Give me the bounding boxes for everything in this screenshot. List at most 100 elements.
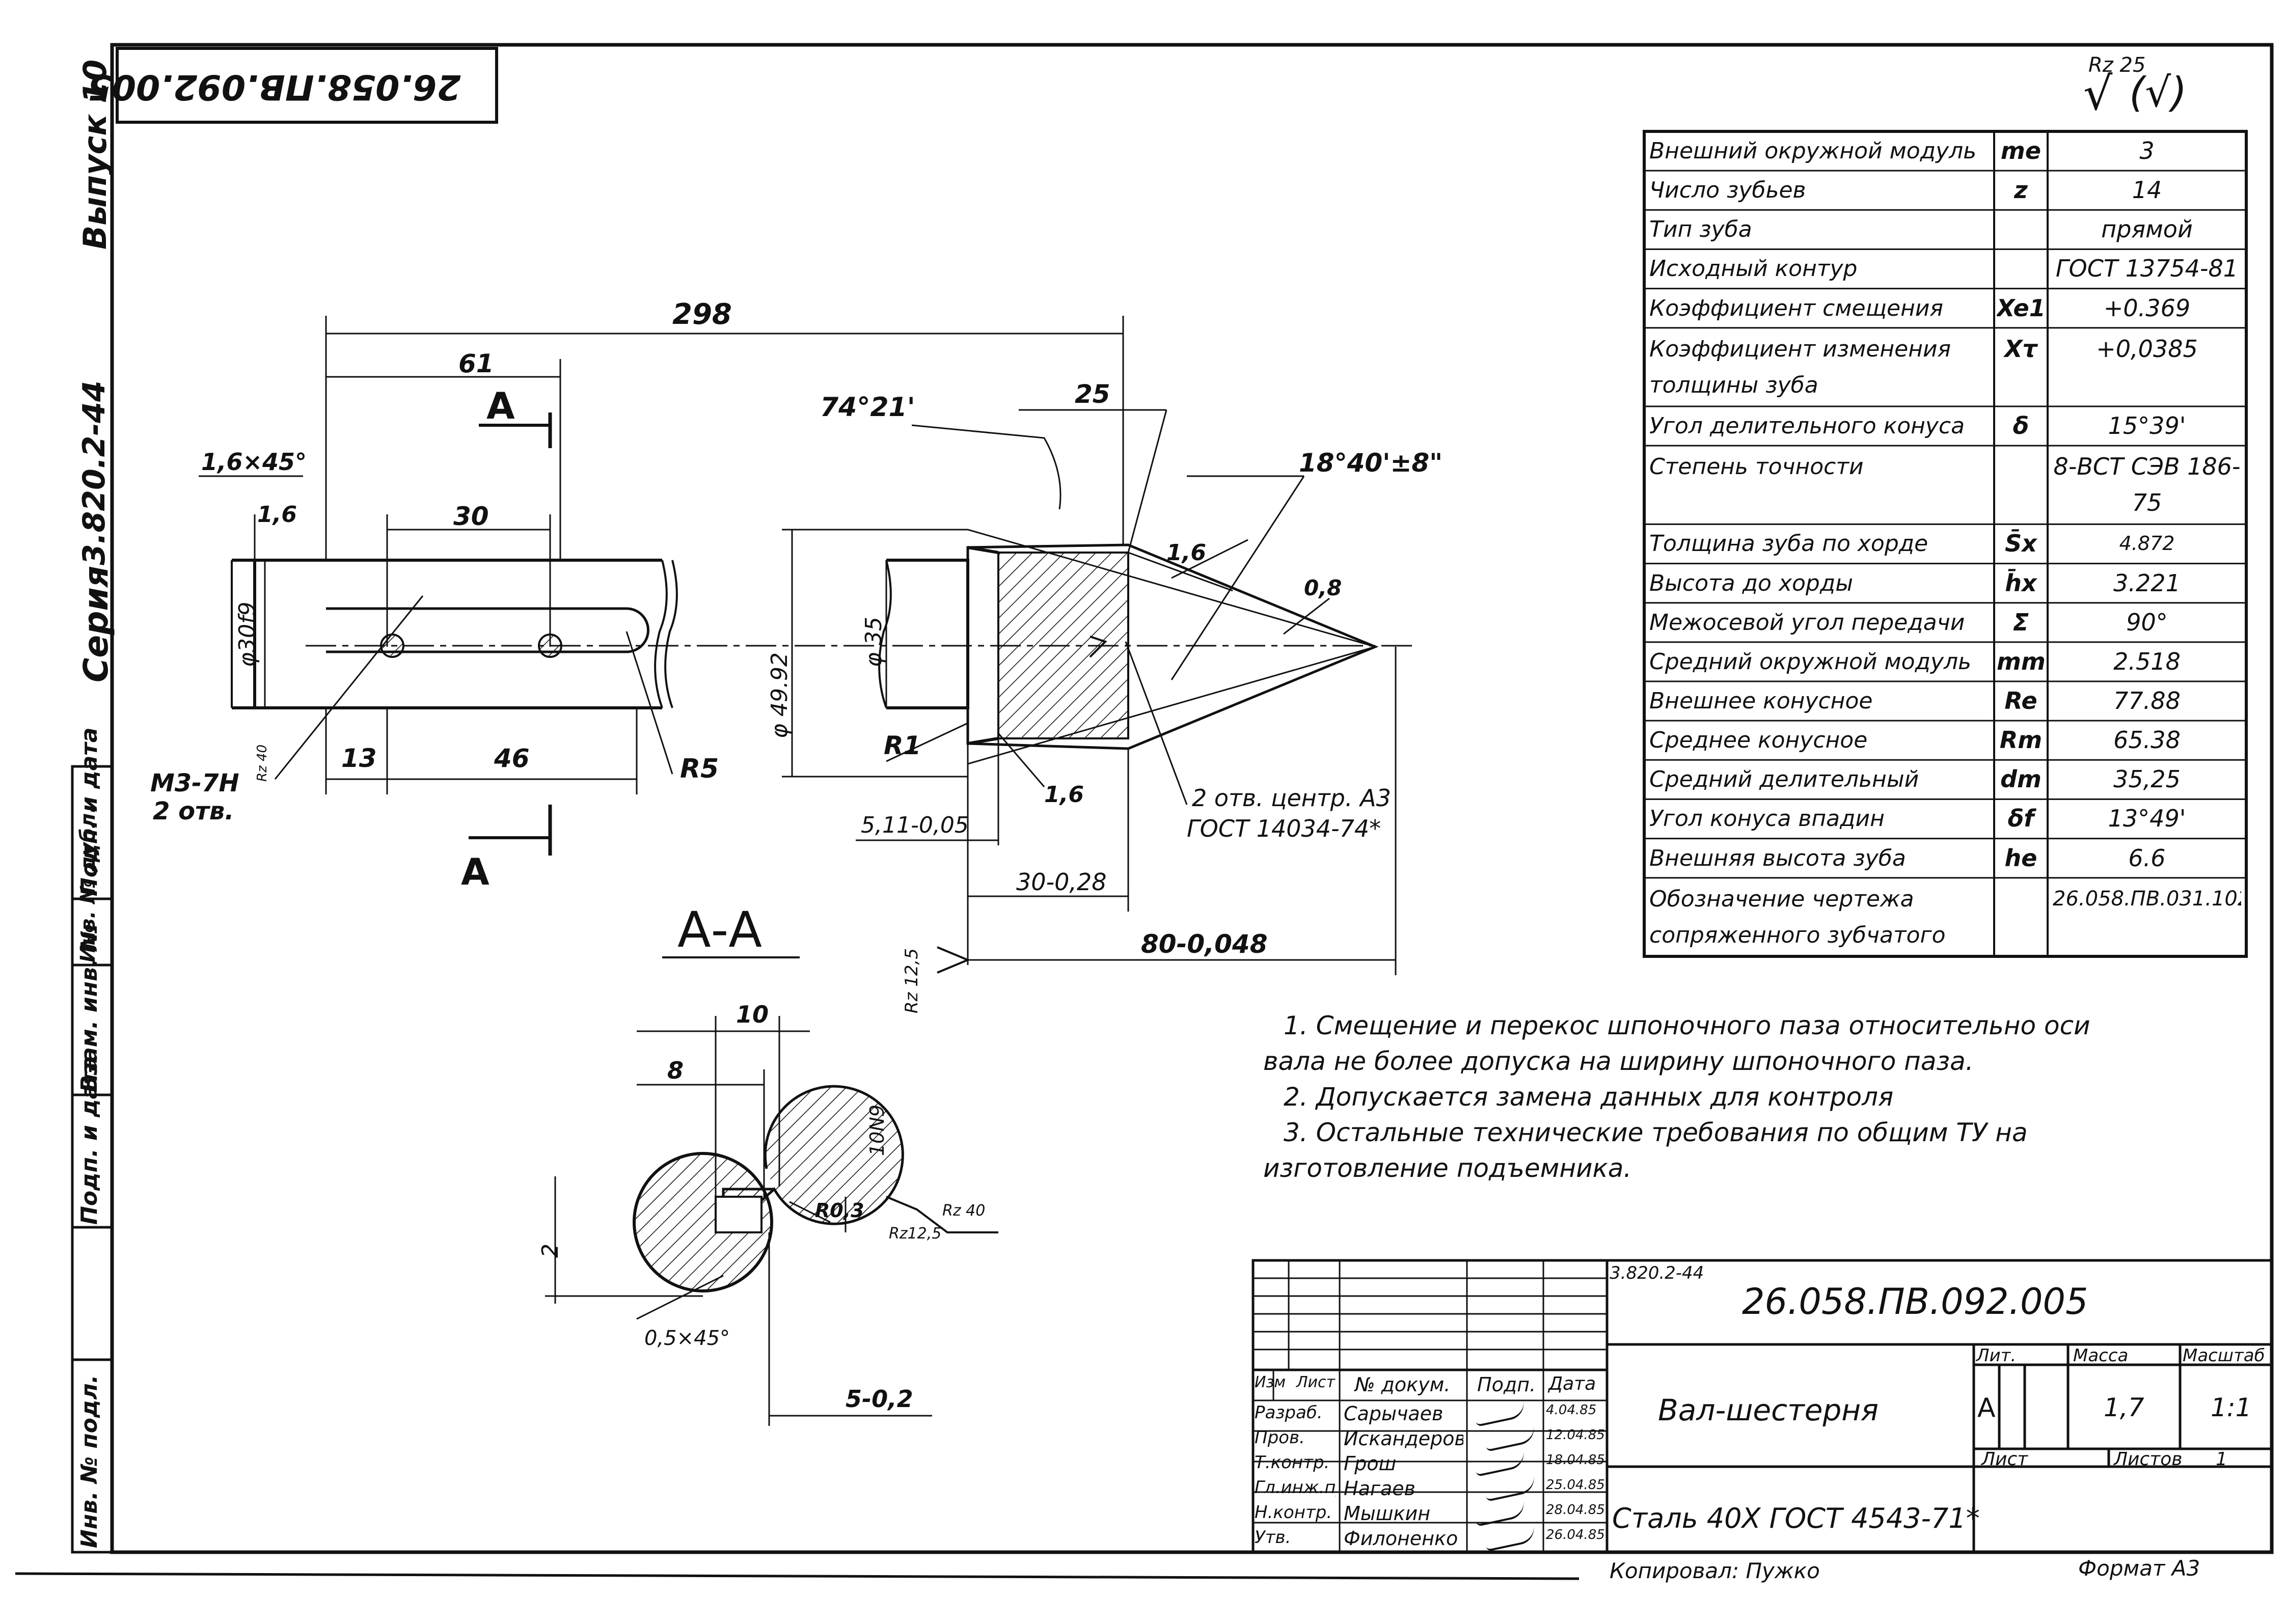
tb-row-role: Гл.инж.проекта bbox=[1255, 1477, 1336, 1498]
sec-rz125: Rz12,5 bbox=[889, 1225, 942, 1243]
tb-series: 3.820.2-44 bbox=[1610, 1263, 1704, 1283]
param-symbol bbox=[1997, 881, 2045, 954]
tb-material: Сталь 40Х ГОСТ 4543-71* bbox=[1612, 1502, 1980, 1534]
param-name: Коэффициент изменения толщины зуба bbox=[1649, 336, 1951, 398]
param-name: Межосевой угол передачи bbox=[1649, 609, 1965, 636]
dim-80: 80-0,048 bbox=[1141, 929, 1268, 959]
tb-row-role: Т.контр. bbox=[1255, 1452, 1330, 1473]
tb-lit-label: Лит. bbox=[1976, 1345, 2017, 1366]
tb-row-role: Разраб. bbox=[1255, 1402, 1323, 1423]
tb-name: Вал-шестерня bbox=[1658, 1393, 1879, 1427]
param-name: Угол делительного конуса bbox=[1649, 413, 1965, 439]
param-name: Внешняя высота зуба bbox=[1649, 845, 1906, 871]
tb-row-date: 26.04.85 bbox=[1546, 1527, 1605, 1543]
tb-mass-label: Масса bbox=[2073, 1345, 2129, 1366]
cut-letter-bottom: А bbox=[461, 850, 489, 893]
dim-r08: 0,8 bbox=[1304, 575, 1342, 600]
param-value: прямой bbox=[2101, 215, 2193, 243]
dim-r16-left: 1,6 bbox=[257, 502, 297, 528]
shaft-roughness: Rz 12,5 bbox=[902, 948, 922, 1013]
param-name: Внешний окружной модуль bbox=[1649, 138, 1977, 164]
tb-scale-label: Масштаб bbox=[2183, 1345, 2265, 1366]
param-symbol: mm bbox=[1997, 647, 2045, 675]
tb-row-name: Грош bbox=[1344, 1452, 1397, 1475]
dim-298: 298 bbox=[672, 298, 732, 331]
param-value: 26.058.ПВ.031.102 bbox=[2053, 887, 2241, 911]
param-symbol bbox=[1997, 213, 2045, 247]
param-name: Угол конуса впадин bbox=[1649, 806, 1885, 832]
param-symbol: h̄x bbox=[2005, 569, 2037, 597]
param-value: 90° bbox=[2126, 608, 2168, 636]
dim-d30f9: φ30f9 bbox=[234, 601, 260, 668]
sec-dim-r03: R0,3 bbox=[815, 1199, 864, 1222]
left-stamp-sign-date-2: Подп. и дата bbox=[76, 1056, 102, 1225]
param-symbol: dm bbox=[2000, 765, 2042, 793]
roughness-general-paren: (√) bbox=[2129, 69, 2187, 116]
param-name: Число зубьев bbox=[1649, 177, 1806, 204]
tb-row-date: 28.04.85 bbox=[1546, 1502, 1605, 1518]
tb-row-date: 12.04.85 bbox=[1546, 1427, 1605, 1443]
angle-74: 74°21' bbox=[820, 392, 915, 423]
param-value: +0,0385 bbox=[2096, 335, 2198, 363]
tb-scale: 1:1 bbox=[2211, 1393, 2252, 1422]
param-value: 35,25 bbox=[2113, 765, 2181, 793]
note-3a: 3. Остальные технические требования по о… bbox=[1284, 1118, 2028, 1147]
param-name: Высота до хорды bbox=[1649, 570, 1853, 596]
tb-mass: 1,7 bbox=[2104, 1393, 2144, 1422]
param-symbol: Xe1 bbox=[1997, 294, 2045, 322]
note-2: 2. Допускается замена данных для контрол… bbox=[1284, 1082, 1894, 1112]
param-symbol bbox=[1997, 252, 2045, 286]
param-name: Обозначение чертежа сопряженного зубчато… bbox=[1649, 886, 1946, 948]
param-value: 77.88 bbox=[2113, 687, 2181, 714]
tb-code: 26.058.ПВ.092.005 bbox=[1742, 1281, 2088, 1323]
param-symbol: Re bbox=[2004, 687, 2037, 714]
param-name: Средний окружной модуль bbox=[1649, 648, 1972, 675]
sec-dim-5: 5-0,2 bbox=[846, 1385, 913, 1413]
angle-18: 18°40'±8" bbox=[1299, 448, 1443, 478]
param-symbol: he bbox=[2004, 844, 2037, 872]
param-name: Степень точности bbox=[1649, 454, 1864, 480]
tb-row-name: Филоненко bbox=[1344, 1527, 1458, 1550]
param-name: Средний делительный диаметр bbox=[1649, 766, 1919, 793]
tb-row-role: Н.контр. bbox=[1255, 1502, 1332, 1523]
param-name: Среднее конусное расстояние bbox=[1649, 727, 1868, 754]
param-value: 2.518 bbox=[2113, 647, 2181, 675]
dim-r1: R1 bbox=[884, 731, 921, 760]
dim-r16-tip: 1,6 bbox=[1166, 540, 1206, 566]
series-code: 3.820.2-44 bbox=[76, 380, 112, 565]
tb-sheet-label: Лист bbox=[1981, 1449, 2028, 1470]
param-value: 4.872 -0.080/-0.212 bbox=[2119, 532, 2175, 555]
tb-head-izm: Изм bbox=[1255, 1373, 1286, 1391]
sec-dim-8: 8 bbox=[667, 1057, 684, 1084]
stamp-code: 26.058.ПВ.092.005 bbox=[88, 67, 461, 107]
param-value: 13°49' bbox=[2108, 805, 2186, 833]
tb-row-role: Утв. bbox=[1255, 1527, 1291, 1548]
dim-30: 30 bbox=[453, 502, 489, 531]
dim-r16-bottom: 1,6 bbox=[1044, 782, 1084, 808]
tb-row-name: Нагаев bbox=[1344, 1477, 1416, 1500]
param-symbol: z bbox=[2014, 176, 2028, 204]
tb-row-name: Искандеров bbox=[1344, 1427, 1463, 1450]
footer-copied: Копировал: Пужко bbox=[1610, 1558, 1820, 1583]
tb-row-date: 4.04.85 bbox=[1546, 1402, 1597, 1418]
param-symbol: S̄x bbox=[2005, 530, 2037, 558]
dim-d35: φ 35 bbox=[861, 617, 887, 667]
tb-head-doc: № докум. bbox=[1355, 1373, 1451, 1396]
centers-label: 2 отв. центр. А3 bbox=[1192, 784, 1391, 812]
param-symbol: Rm bbox=[1999, 726, 2043, 754]
param-name: Толщина зуба по хорде bbox=[1649, 531, 1928, 557]
dim-3028: 30-0,28 bbox=[1016, 868, 1107, 896]
thread-holes: 2 отв. bbox=[153, 797, 234, 825]
cut-letter-top: А bbox=[486, 384, 515, 427]
section-title: А-А bbox=[677, 901, 762, 958]
sec-dim-chamfer: 0,5×45° bbox=[644, 1327, 730, 1350]
dim-13: 13 bbox=[341, 744, 377, 773]
note-1a: 1. Смещение и перекос шпоночного паза от… bbox=[1284, 1011, 2090, 1040]
thread-roughness: Rz 40 bbox=[255, 744, 270, 782]
dim-r5: R5 bbox=[680, 754, 719, 784]
tb-sheets: 1 bbox=[2216, 1449, 2227, 1470]
tb-row-date: 18.04.85 bbox=[1546, 1452, 1605, 1468]
param-name: Тип зуба bbox=[1649, 216, 1752, 243]
sec-dim-10: 10 bbox=[736, 1001, 769, 1028]
param-value: 3.221 bbox=[2113, 569, 2181, 597]
